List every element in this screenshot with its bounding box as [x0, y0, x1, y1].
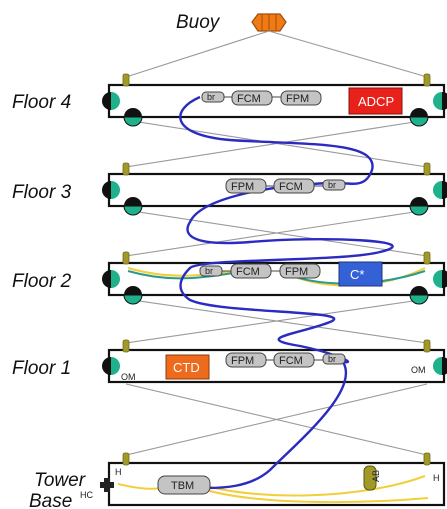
- floor-1-fcm-module: FCM: [273, 352, 315, 368]
- main-cable: [179, 95, 394, 490]
- cstar-instrument: C*: [338, 261, 383, 287]
- buoy-label: Buoy: [176, 12, 221, 33]
- tbm-module: TBM: [157, 475, 211, 495]
- floor-2-modules: br FCM FPM C*: [199, 261, 383, 287]
- svg-text:FCM: FCM: [279, 181, 303, 193]
- tower-base-modules: H H HC TBM AB: [80, 465, 440, 500]
- svg-text:CTD: CTD: [173, 360, 200, 375]
- tower-base-h-left: H: [115, 467, 122, 477]
- side-floats: [102, 92, 447, 375]
- floor-1-br-module: br: [322, 353, 346, 365]
- svg-text:FCM: FCM: [279, 355, 303, 367]
- buoy-float: [251, 13, 287, 32]
- hc-connector: [100, 478, 114, 492]
- floor-1-om-right: OM: [411, 365, 426, 375]
- floor-3-fpm-module: FPM: [225, 178, 267, 194]
- floor-1-om-left: OM: [121, 372, 136, 382]
- adcp-instrument: ADCP: [348, 87, 403, 115]
- floor-4-fcm-module: FCM: [231, 90, 273, 106]
- floor-2-fpm-module: FPM: [279, 263, 321, 279]
- svg-text:ADCP: ADCP: [358, 94, 394, 109]
- floor-1-label: Floor 1: [12, 358, 71, 379]
- svg-text:C*: C*: [350, 267, 364, 282]
- svg-text:FPM: FPM: [286, 93, 309, 105]
- tower-base-wiring: [117, 475, 429, 504]
- floor-4-fpm-module: FPM: [280, 90, 322, 106]
- svg-text:FCM: FCM: [236, 266, 260, 278]
- bottom-floats: [123, 108, 429, 305]
- floor-2-br-module: br: [199, 265, 223, 277]
- floor-3-label: Floor 3: [12, 182, 72, 203]
- tower-base-label-line1: Tower: [34, 470, 86, 491]
- floor-3-fcm-module: FCM: [273, 178, 315, 194]
- frame-posts: [122, 73, 431, 466]
- ab-module: AB: [363, 465, 381, 491]
- svg-text:br: br: [205, 266, 213, 276]
- floor-4-br-module: br: [201, 91, 225, 103]
- floor-2-label: Floor 2: [12, 271, 72, 292]
- svg-text:br: br: [328, 180, 336, 190]
- tower-base-hc-label: HC: [80, 490, 93, 500]
- tower-base-label-line2: Base: [29, 491, 72, 509]
- floor-2-fcm-module: FCM: [230, 263, 272, 279]
- floor-1-fpm-module: FPM: [225, 352, 267, 368]
- floor-4-modules: br FCM FPM ADCP: [201, 87, 403, 115]
- tower-base-h-right: H: [433, 473, 440, 483]
- svg-text:br: br: [328, 354, 336, 364]
- svg-text:br: br: [207, 92, 215, 102]
- floor-3-modules: FPM FCM br: [225, 178, 346, 194]
- svg-text:FPM: FPM: [231, 181, 254, 193]
- svg-text:FPM: FPM: [285, 266, 308, 278]
- svg-text:TBM: TBM: [171, 480, 194, 492]
- floor-1-modules: OM OM CTD FPM FCM br: [121, 352, 426, 382]
- svg-text:FPM: FPM: [231, 355, 254, 367]
- floor-4-label: Floor 4: [12, 92, 71, 113]
- ctd-instrument: CTD: [165, 354, 210, 380]
- svg-text:FCM: FCM: [237, 93, 261, 105]
- svg-text:AB: AB: [371, 470, 381, 482]
- floor-3-br-module: br: [322, 179, 346, 191]
